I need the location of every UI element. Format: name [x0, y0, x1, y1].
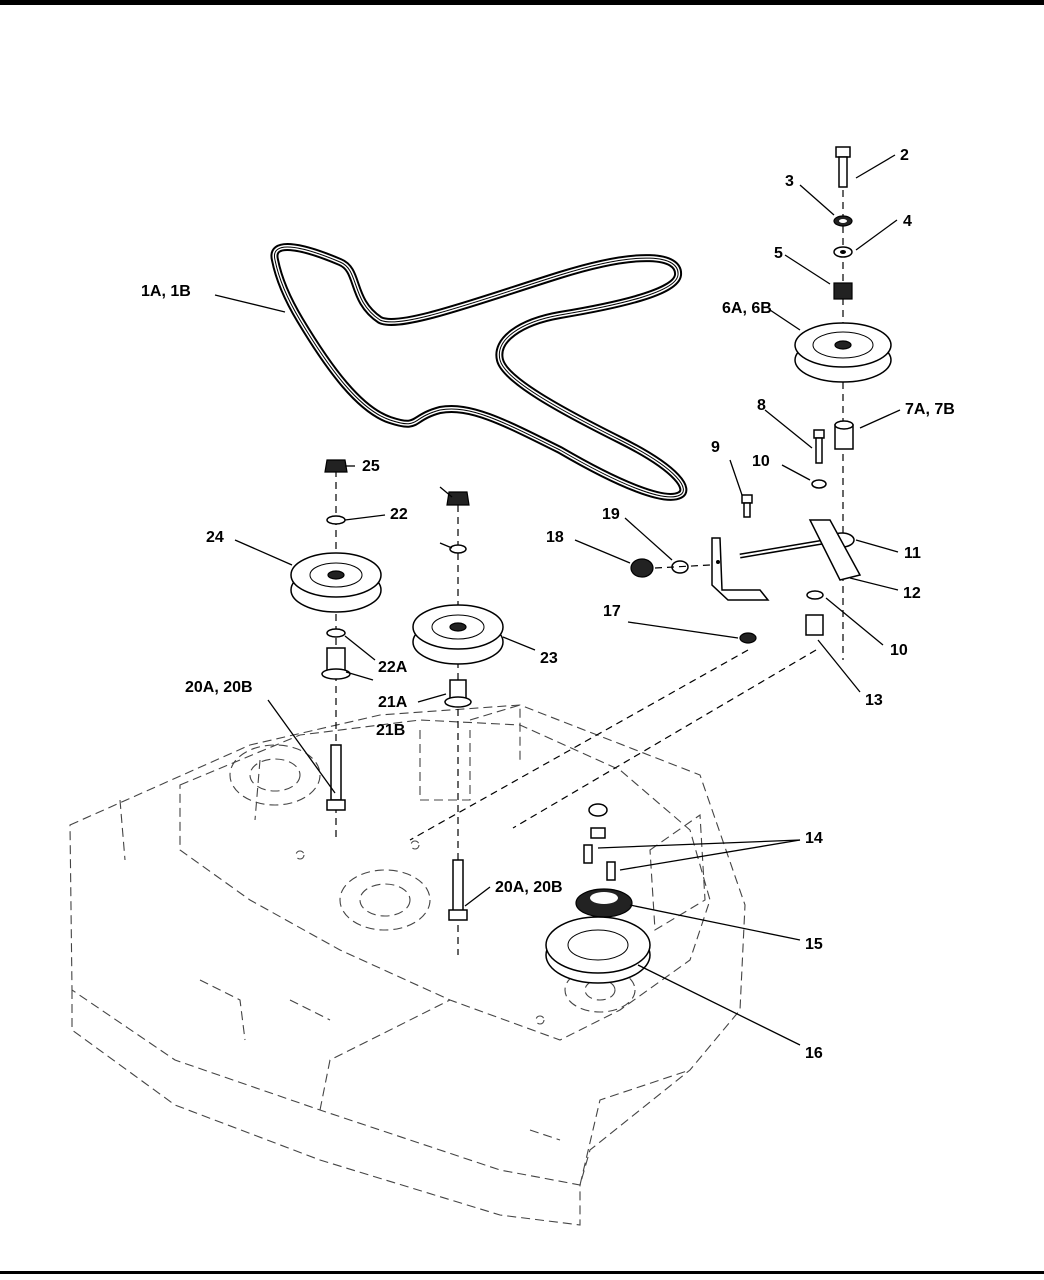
callout-16: 16 — [805, 1045, 823, 1062]
callout-22a: 22A — [378, 659, 408, 676]
callout-20a: 20A, 20B — [185, 679, 253, 696]
callout-18: 18 — [546, 529, 564, 546]
callout-labels: 1A, 1B 2 3 4 5 6A, 6B 7A, 7B 8 9 10 10 1… — [141, 147, 955, 1062]
top-rule — [0, 0, 1044, 5]
callout-14: 14 — [805, 830, 823, 847]
callout-25: 25 — [362, 458, 380, 475]
callout-9: 9 — [711, 439, 720, 456]
callout-4: 4 — [903, 213, 912, 230]
callout-2: 2 — [900, 147, 909, 164]
callout-19: 19 — [602, 506, 620, 523]
drive-pulley — [545, 803, 651, 984]
belt — [270, 243, 688, 501]
callout-1: 1A, 1B — [141, 283, 191, 300]
callout-17: 17 — [603, 603, 621, 620]
idler-left — [290, 459, 382, 840]
callout-6: 6A, 6B — [722, 300, 772, 317]
idler-arm-assembly — [409, 429, 862, 841]
callout-7: 7A, 7B — [905, 401, 955, 418]
callout-8: 8 — [757, 397, 766, 414]
callout-10b: 10 — [890, 642, 908, 659]
callout-22: 22 — [390, 506, 408, 523]
bottom-rule — [0, 1271, 1044, 1274]
callout-13: 13 — [865, 692, 883, 709]
callout-20b: 20A, 20B — [495, 879, 563, 896]
callout-23: 23 — [540, 650, 558, 667]
callout-3: 3 — [785, 173, 794, 190]
callout-10a: 10 — [752, 453, 770, 470]
callout-12: 12 — [903, 585, 921, 602]
leader-lines — [214, 154, 901, 1046]
callout-21b: 21B — [376, 722, 405, 739]
callout-5: 5 — [774, 245, 783, 262]
callout-15: 15 — [805, 936, 823, 953]
mower-deck — [69, 704, 746, 1226]
idler-center — [412, 491, 504, 955]
idler-stack-right — [794, 146, 892, 660]
callout-11: 11 — [904, 545, 921, 562]
callout-21a: 21A — [378, 694, 408, 711]
callout-24: 24 — [206, 529, 224, 546]
